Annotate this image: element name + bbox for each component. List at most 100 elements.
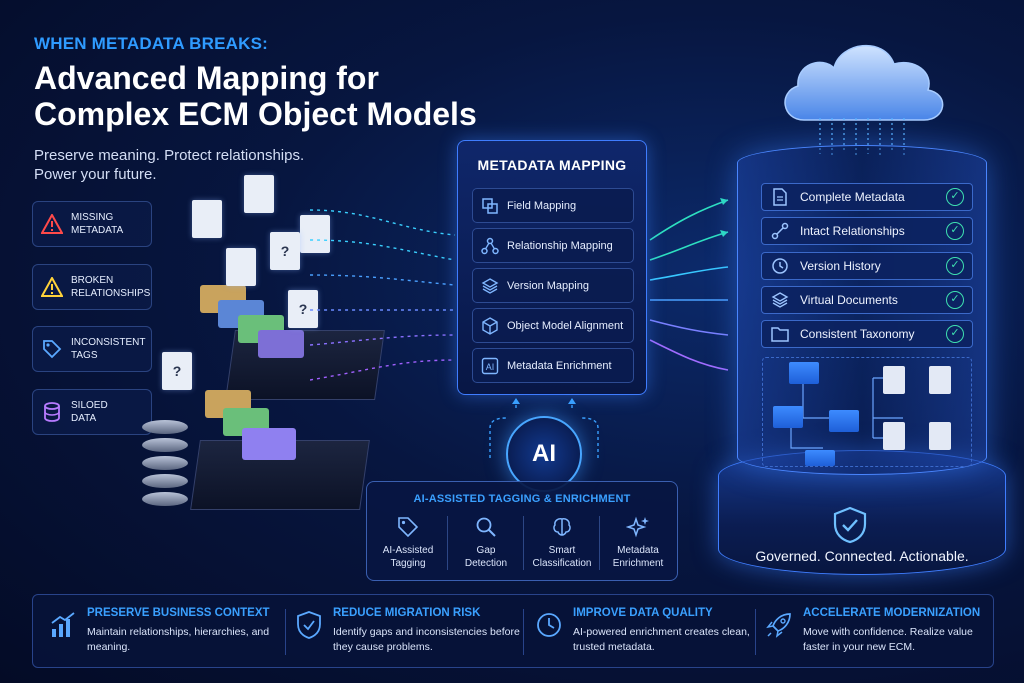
issue-label: INCONSISTENT TAGS [71, 337, 146, 361]
warning-triangle-icon [41, 276, 63, 298]
benefit-title: PRESERVE BUSINESS CONTEXT [87, 607, 270, 619]
repository-tagline: Governed. Connected. Actionable. [755, 548, 969, 564]
checkmark-circle-icon: ✓ [946, 257, 964, 275]
issue-siloed-data: SILOED DATA [32, 389, 152, 435]
document-icon [770, 187, 790, 207]
taxonomy-tree [762, 357, 972, 467]
mapping-item-object-model: Object Model Alignment [472, 308, 634, 343]
issue-broken-relationships: BROKEN RELATIONSHIPS [32, 264, 152, 310]
document-icon: ? [162, 352, 192, 390]
ai-tool-label: Gap Detection [464, 545, 508, 569]
document-icon [226, 248, 256, 286]
kicker-text: WHEN METADATA BREAKS: [34, 34, 268, 53]
magnifier-icon [447, 514, 525, 540]
ai-tool-classification: Smart Classification [523, 514, 601, 570]
field-mapping-icon [481, 197, 499, 215]
issue-label: MISSING METADATA [71, 212, 124, 236]
relationship-icon [481, 237, 499, 255]
checkmark-circle-icon: ✓ [946, 188, 964, 206]
benefit-description: Maintain relationships, hierarchies, and… [87, 626, 270, 653]
page-title: Advanced Mapping for Complex ECM Object … [34, 60, 477, 132]
mapping-item-label: Field Mapping [507, 199, 577, 212]
result-version-history: Version History ✓ [761, 252, 973, 280]
mapping-item-label: Version Mapping [507, 279, 589, 292]
cube-icon [481, 316, 499, 335]
document-cabinet-scene: ? ? ? [160, 175, 460, 520]
benefit-title: ACCELERATE MODERNIZATION [803, 607, 981, 619]
clock-icon [533, 609, 565, 641]
issue-inconsistent-tags: INCONSISTENT TAGS [32, 326, 152, 372]
document-icon: ? [270, 232, 300, 270]
ai-connectors [489, 398, 599, 458]
document-icon [192, 200, 222, 238]
checkmark-circle-icon: ✓ [946, 291, 964, 309]
folder-icon [829, 410, 859, 432]
mapping-item-relationship: Relationship Mapping [472, 228, 634, 263]
benefit-data-quality: IMPROVE DATA QUALITY AI-powered enrichme… [533, 605, 763, 661]
folder-icon [805, 450, 835, 466]
result-complete-metadata: Complete Metadata ✓ [761, 183, 973, 211]
layers-icon [481, 277, 499, 295]
result-intact-relationships: Intact Relationships ✓ [761, 217, 973, 245]
tag-icon [41, 338, 63, 360]
ai-tool-enrichment: Metadata Enrichment [599, 514, 677, 570]
brain-icon [523, 514, 601, 540]
benefit-title: REDUCE MIGRATION RISK [333, 607, 481, 619]
history-icon [770, 256, 790, 276]
ai-brain-icon: AI [506, 416, 582, 492]
ai-tool-label: AI-Assisted Tagging [382, 545, 434, 569]
document-icon [883, 366, 905, 394]
mapping-title: METADATA MAPPING [477, 157, 627, 173]
ai-tool-gap-detection: Gap Detection [447, 514, 525, 570]
database-icon [41, 401, 63, 423]
issue-label: BROKEN RELATIONSHIPS [71, 275, 151, 299]
page-subtitle: Preserve meaning. Protect relationships.… [34, 147, 305, 183]
ai-tool-tagging: AI-Assisted Tagging [369, 514, 447, 570]
benefit-description: Move with confidence. Realize value fast… [803, 626, 973, 653]
benefit-description: Identify gaps and inconsistencies before… [333, 626, 520, 653]
warning-triangle-icon [41, 213, 63, 235]
result-virtual-documents: Virtual Documents ✓ [761, 286, 973, 314]
document-icon: ? [288, 290, 318, 328]
tag-icon [369, 514, 447, 540]
ai-tool-label: Metadata Enrichment [612, 545, 664, 569]
mapping-item-label: Relationship Mapping [507, 239, 613, 252]
folder-icon [773, 406, 803, 428]
document-icon [300, 215, 330, 253]
mapping-item-version: Version Mapping [472, 268, 634, 303]
result-label: Complete Metadata [800, 190, 905, 204]
mapping-item-label: Metadata Enrichment [507, 359, 612, 372]
result-consistent-taxonomy: Consistent Taxonomy ✓ [761, 320, 973, 348]
issue-missing-metadata: MISSING METADATA [32, 201, 152, 247]
shield-check-icon [293, 609, 325, 641]
result-label: Virtual Documents [800, 293, 898, 307]
ai-tagging-panel: AI-ASSISTED TAGGING & ENRICHMENT AI-Assi… [366, 481, 678, 581]
benefit-business-context: PRESERVE BUSINESS CONTEXT Maintain relat… [47, 605, 277, 661]
bar-chart-icon [47, 609, 79, 641]
cloud-icon [784, 44, 944, 121]
issue-label: SILOED DATA [71, 400, 108, 424]
document-icon [929, 422, 951, 450]
benefit-modernization: ACCELERATE MODERNIZATION Move with confi… [763, 605, 991, 661]
document-icon [929, 366, 951, 394]
flow-lines [310, 198, 729, 381]
document-icon [883, 422, 905, 450]
result-label: Consistent Taxonomy [800, 327, 915, 341]
link-icon [770, 221, 790, 241]
ai-chip-icon: AI [481, 357, 499, 375]
result-label: Intact Relationships [800, 224, 905, 238]
svg-text:AI: AI [486, 362, 495, 372]
folder-icon [770, 324, 790, 344]
checkmark-circle-icon: ✓ [946, 222, 964, 240]
result-label: Version History [800, 259, 881, 273]
document-icon [244, 175, 274, 213]
mapping-item-field: Field Mapping [472, 188, 634, 223]
benefit-title: IMPROVE DATA QUALITY [573, 607, 713, 619]
mapping-item-enrichment: AI Metadata Enrichment [472, 348, 634, 383]
metadata-mapping-panel: METADATA MAPPING Field Mapping Relations… [457, 140, 647, 395]
layers-icon [770, 290, 790, 310]
checkmark-circle-icon: ✓ [946, 325, 964, 343]
ai-panel-title: AI-ASSISTED TAGGING & ENRICHMENT [413, 493, 631, 505]
shield-check-icon [833, 506, 867, 544]
mapping-item-label: Object Model Alignment [507, 319, 624, 332]
